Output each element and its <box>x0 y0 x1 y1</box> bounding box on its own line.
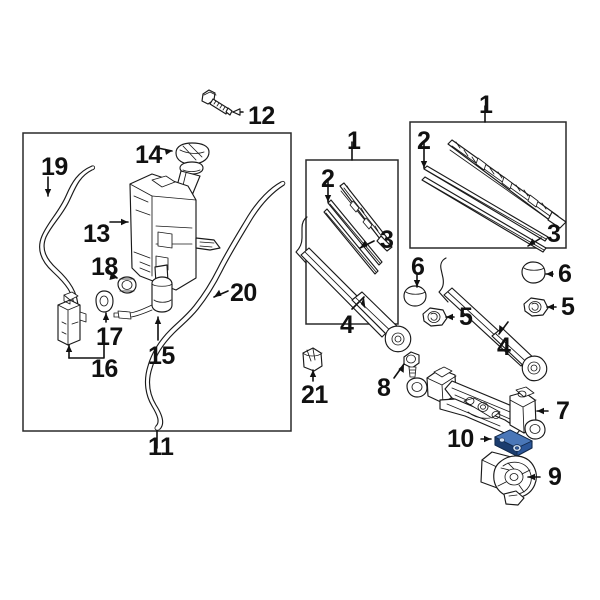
callout-label-6-left: 6 <box>411 253 425 281</box>
callout-label-5-left: 5 <box>459 303 473 331</box>
part-2-wiper-blade-right <box>420 139 567 229</box>
callout-label-12: 12 <box>248 102 275 130</box>
callout-label-19: 19 <box>41 153 68 181</box>
group-box-main-reservoir <box>22 132 292 449</box>
callout-label-4-right: 4 <box>497 333 511 361</box>
callout-label-4-left: 4 <box>340 311 354 339</box>
part-3-wiper-blade-refill-left <box>323 199 383 275</box>
part-8-linkage-bolt <box>393 351 420 379</box>
part-18-reservoir-grommet <box>107 269 137 294</box>
callout-label-16: 16 <box>91 355 118 383</box>
part-17-level-sensor-grommet <box>95 290 114 323</box>
callout-label-15: 15 <box>148 342 175 370</box>
part-7-wiper-linkage-assembly <box>406 366 549 440</box>
group-box-blade-left <box>305 141 399 325</box>
part-20-washer-hose <box>144 180 286 431</box>
callout-label-10: 10 <box>447 425 474 453</box>
part-15-washer-pump <box>113 264 173 341</box>
part-2-wiper-blade-left <box>324 179 393 252</box>
part-9-wiper-motor <box>480 451 541 506</box>
callout-label-1-right: 1 <box>479 91 493 119</box>
part-14-reservoir-cap <box>157 142 210 165</box>
callout-label-3-left: 3 <box>380 226 394 254</box>
callout-label-17: 17 <box>96 323 123 351</box>
callout-label-1-left: 1 <box>347 127 361 155</box>
part-4-wiper-arm-left <box>295 216 412 353</box>
group-box-blade-right <box>409 105 567 249</box>
part-6-wiper-arm-cap-right <box>521 261 554 284</box>
part-21-washer-nozzle <box>302 347 323 382</box>
part-6-wiper-arm-cap-left <box>403 274 427 307</box>
callout-label-5-right: 5 <box>561 293 575 321</box>
part-10-wiper-motor-control-module <box>480 429 533 457</box>
part-4-wiper-arm-right <box>438 257 548 382</box>
callout-label-8: 8 <box>377 374 391 402</box>
part-12-reservoir-bolt <box>201 89 244 116</box>
callout-label-21: 21 <box>301 381 328 409</box>
callout-label-3-right: 3 <box>547 220 561 248</box>
part-5-wiper-arm-nut-left <box>422 307 455 327</box>
callout-label-7: 7 <box>556 397 570 425</box>
callout-label-6-right: 6 <box>558 260 572 288</box>
callout-label-14: 14 <box>135 141 162 169</box>
callout-label-20: 20 <box>230 279 257 307</box>
callout-label-2-right: 2 <box>417 127 431 155</box>
callout-label-9: 9 <box>548 463 562 491</box>
part-5-wiper-arm-nut-right <box>523 297 557 317</box>
callout-label-13: 13 <box>83 220 110 248</box>
part-16-washer-level-sensor <box>57 291 105 359</box>
part-13-washer-reservoir-tank <box>109 161 221 291</box>
callout-label-2-left: 2 <box>321 165 335 193</box>
callout-label-11: 11 <box>148 433 174 461</box>
callout-label-18: 18 <box>91 253 118 281</box>
part-3-wiper-blade-refill-right <box>421 165 549 253</box>
